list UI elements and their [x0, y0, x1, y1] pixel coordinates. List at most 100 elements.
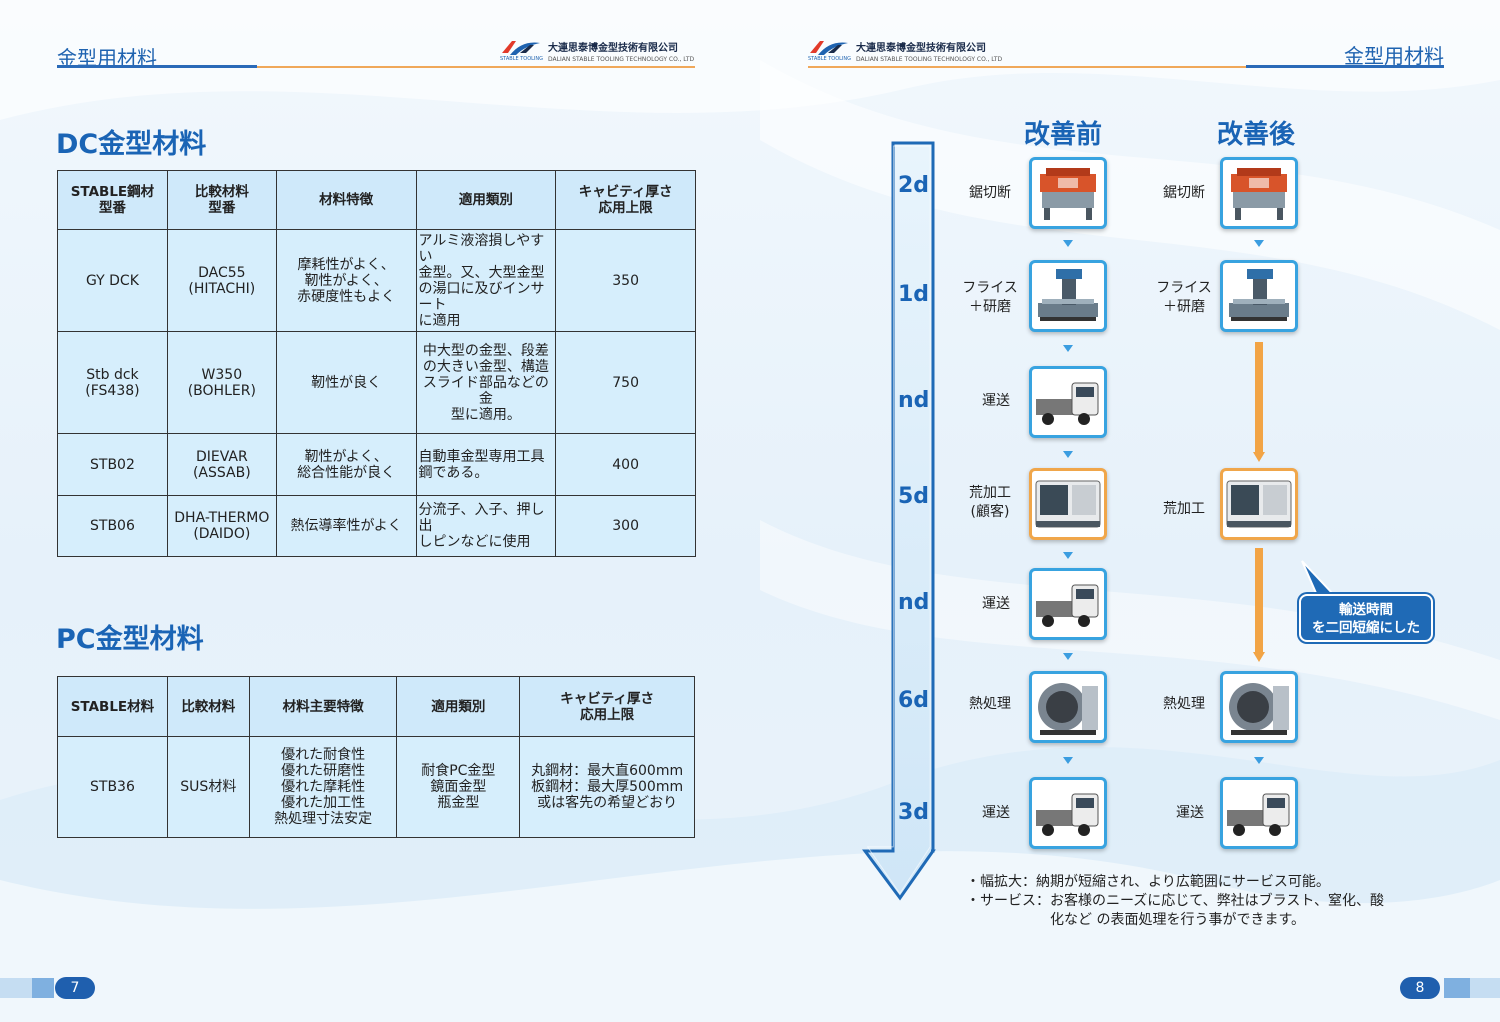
pc-section-title: PC金型材料 — [56, 624, 204, 655]
before-step-label: 鋸切断 — [969, 185, 1011, 201]
right-page-header-title: 金型用材料 — [1344, 44, 1444, 68]
machining-center-image — [1029, 468, 1107, 540]
table-cell: W350 (BOHLER) — [166, 331, 277, 434]
left-footer-bar — [32, 978, 54, 998]
saw-machine-image — [1220, 157, 1298, 229]
left-header-line-blue — [57, 65, 257, 68]
before-improvement-title: 改善前 — [1024, 120, 1103, 150]
before-step-label: 熱処理 — [969, 696, 1011, 712]
heat-treatment-furnace-image — [1029, 671, 1107, 743]
before-step-label: 運送 — [982, 393, 1010, 409]
orange-connector-bar — [1255, 342, 1263, 454]
pc-table-header-row: STABLE材料 比較材料 材料主要特徴 適用類別 キャビティ厚さ 応用上限 — [57, 676, 695, 737]
table-cell: SUS材料 — [166, 736, 250, 838]
table-cell: 熱伝導率性がよく — [275, 495, 417, 557]
table-row: Stb dck (FS438) W350 (BOHLER) 靭性が良く 中大型の… — [57, 331, 696, 434]
duration-label: 1d — [898, 282, 930, 307]
saw-machine-image — [1029, 157, 1107, 229]
right-page-number: 8 — [1400, 977, 1440, 999]
duration-label: 2d — [898, 173, 930, 198]
table-cell: 350 — [555, 229, 696, 332]
note-line: ・サービス：お客様のニーズに応じて、弊社はブラスト、窒化、酸 — [966, 893, 1385, 909]
duration-label: 5d — [898, 484, 930, 509]
flow-arrow-icon — [1063, 552, 1073, 559]
after-improvement-title: 改善後 — [1217, 120, 1296, 150]
truck-image — [1029, 366, 1107, 438]
before-step-label: フライス ＋研磨 — [962, 280, 1018, 315]
stable-logo-icon: STABLE TOOLING — [808, 39, 852, 62]
orange-connector-bar — [1255, 548, 1263, 654]
pc-col-header: 材料主要特徴 — [248, 676, 398, 737]
logo-sub-text: STABLE TOOLING — [500, 56, 544, 62]
flow-arrow-icon — [1063, 653, 1073, 660]
left-company-logo: STABLE TOOLING 大連思泰博金型技術有限公司 DALIAN STAB… — [500, 39, 694, 63]
flow-arrow-icon — [1063, 757, 1073, 764]
dc-material-table: STABLE鋼材 型番 比較材料 型番 材料特徴 適用類別 キャビティ厚さ 応用… — [57, 170, 696, 557]
before-step-label: 運送 — [982, 596, 1010, 612]
pc-col-header: STABLE材料 — [57, 676, 168, 737]
table-cell: DIEVAR (ASSAB) — [166, 433, 277, 496]
table-cell: 耐食PC金型 鏡面金型 瓶金型 — [396, 736, 521, 838]
table-cell: 750 — [555, 331, 696, 434]
dc-col-header: 比較材料 型番 — [166, 170, 277, 230]
duration-label: 6d — [898, 688, 930, 713]
table-cell: DAC55 (HITACHI) — [166, 229, 277, 332]
table-cell: STB06 — [57, 495, 168, 557]
orange-arrow-icon — [1253, 452, 1265, 462]
stable-logo-icon: STABLE TOOLING — [500, 39, 544, 62]
truck-image — [1029, 777, 1107, 849]
after-step-label: 運送 — [1176, 805, 1204, 821]
orange-arrow-icon — [1253, 652, 1265, 662]
table-cell: 自動車金型専用工具 鋼である。 — [415, 433, 557, 496]
table-cell: 中大型の金型、段差 の大きい金型、構造 スライド部品などの金 型に適用。 — [415, 331, 557, 434]
right-header-line-orange — [808, 66, 1246, 68]
after-step-label: フライス ＋研磨 — [1156, 280, 1212, 315]
table-cell: Stb dck (FS438) — [57, 331, 168, 434]
dc-table-header-row: STABLE鋼材 型番 比較材料 型番 材料特徴 適用類別 キャビティ厚さ 応用… — [57, 170, 696, 230]
duration-label: nd — [898, 388, 930, 413]
dc-col-header: キャビティ厚さ 応用上限 — [555, 170, 696, 230]
table-cell: 靭性がよく、 総合性能が良く — [275, 433, 417, 496]
pc-material-table: STABLE材料 比較材料 材料主要特徴 適用類別 キャビティ厚さ 応用上限 S… — [57, 676, 695, 838]
dc-col-header: 適用類別 — [415, 170, 557, 230]
table-cell: DHA-THERMO (DAIDO) — [166, 495, 277, 557]
flow-arrow-icon — [1063, 345, 1073, 352]
transport-reduction-callout: 輸送時間 を二回短縮にした — [1299, 594, 1433, 642]
table-cell: 分流子、入子、押し出 しピンなどに使用 — [415, 495, 557, 557]
logo-sub-text: STABLE TOOLING — [808, 56, 852, 62]
before-step-label: 荒加工 (顧客) — [969, 485, 1011, 520]
table-cell: 摩耗性がよく、 靭性がよく、 赤硬度性もよく — [275, 229, 417, 332]
company-name-en: DALIAN STABLE TOOLING TECHNOLOGY CO., LT… — [548, 56, 695, 63]
heat-treatment-furnace-image — [1220, 671, 1298, 743]
flow-arrow-icon — [1063, 240, 1073, 247]
table-cell: 優れた耐食性 優れた研磨性 優れた摩耗性 優れた加工性 熱処理寸法安定 — [248, 736, 398, 838]
callout-pointer — [1301, 560, 1335, 594]
right-footer-bar — [1444, 978, 1470, 998]
dc-col-header: 材料特徴 — [275, 170, 417, 230]
dc-section-title: DC金型材料 — [56, 129, 207, 160]
flow-arrow-icon — [1254, 240, 1264, 247]
table-row: STB36 SUS材料 優れた耐食性 優れた研磨性 優れた摩耗性 優れた加工性 … — [57, 736, 695, 838]
truck-image — [1220, 777, 1298, 849]
after-step-label: 荒加工 — [1163, 501, 1205, 517]
right-company-logo: STABLE TOOLING 大連思泰博金型技術有限公司 DALIAN STAB… — [808, 39, 1002, 63]
dc-col-header: STABLE鋼材 型番 — [57, 170, 168, 230]
table-cell: アルミ液溶損しやすい 金型。又、大型金型 の湯口に及びインサート に適用 — [415, 229, 557, 332]
after-step-label: 熱処理 — [1163, 696, 1205, 712]
machining-center-image — [1220, 468, 1298, 540]
left-page-number: 7 — [55, 977, 95, 999]
right-header-line-blue — [1246, 65, 1444, 68]
table-cell: GY DCK — [57, 229, 168, 332]
flow-arrow-icon — [1063, 451, 1073, 458]
note-line: 化など の表面処理を行う事ができます。 — [966, 912, 1306, 928]
company-name-cn: 大連思泰博金型技術有限公司 — [548, 43, 678, 54]
table-row: STB02 DIEVAR (ASSAB) 靭性がよく、 総合性能が良く 自動車金… — [57, 433, 696, 496]
pc-col-header: 適用類別 — [396, 676, 521, 737]
company-name-cn: 大連思泰博金型技術有限公司 — [856, 43, 986, 54]
table-row: GY DCK DAC55 (HITACHI) 摩耗性がよく、 靭性がよく、 赤硬… — [57, 229, 696, 332]
table-cell: 400 — [555, 433, 696, 496]
flow-arrow-icon — [1254, 757, 1264, 764]
after-step-label: 鋸切断 — [1163, 185, 1205, 201]
table-cell: 靭性が良く — [275, 331, 417, 434]
milling-machine-image — [1220, 260, 1298, 332]
